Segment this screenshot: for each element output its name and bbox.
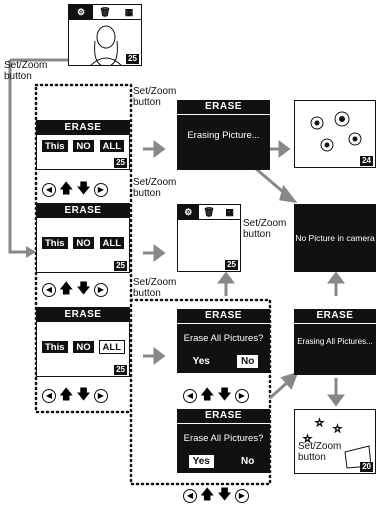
- down-arrow-icon: 🡇: [76, 278, 90, 302]
- erase-title: ERASE: [37, 121, 129, 135]
- grid-icon: ▦: [219, 205, 240, 219]
- erasing-picture-message: Erasing Picture...: [177, 130, 270, 141]
- erase-all-question: Erase All Pictures?: [177, 333, 270, 344]
- down-arrow-icon: 🡇: [217, 384, 231, 408]
- down-arrow-icon: 🡇: [76, 178, 90, 202]
- set-zoom-label-3: Set/Zoom button: [133, 177, 176, 199]
- option-no[interactable]: No: [237, 355, 258, 368]
- left-arrow-button-icon[interactable]: ◀: [42, 183, 56, 197]
- right-arrow-button-icon[interactable]: ▶: [235, 489, 249, 503]
- nav-keys-2: ◀ 🡅 🡇 ▶: [42, 278, 108, 302]
- erase-title: ERASE: [177, 309, 270, 324]
- set-zoom-label-1: Set/Zoom button: [4, 60, 47, 82]
- erase-title: ERASE: [294, 309, 376, 324]
- erase-all-no-screen: ERASE Erase All Pictures? Yes No: [177, 309, 270, 373]
- erase-all-yes-screen: ERASE Erase All Pictures? Yes No: [177, 409, 270, 473]
- flower-picture-screen: 24: [294, 100, 376, 168]
- set-zoom-label-4: Set/Zoom button: [133, 277, 176, 299]
- option-no[interactable]: NO: [72, 236, 94, 250]
- erase-title: ERASE: [177, 409, 270, 424]
- option-yes[interactable]: Yes: [189, 355, 214, 368]
- frame-number: 25: [114, 261, 127, 271]
- option-this[interactable]: This: [41, 236, 69, 250]
- frame-number: 25: [114, 365, 127, 375]
- erase-screen-all: ERASE This NO ALL 25: [36, 307, 130, 377]
- mode-icon-strip: ⚙ 🗑 ▦: [69, 5, 141, 20]
- option-all[interactable]: ALL: [99, 236, 125, 250]
- frame-number: 25: [225, 260, 238, 270]
- right-arrow-button-icon[interactable]: ▶: [235, 389, 249, 403]
- frame-number: 25: [126, 54, 139, 64]
- right-arrow-button-icon[interactable]: ▶: [94, 183, 108, 197]
- key-icon: ⚙: [178, 205, 199, 219]
- nav-keys-3: ◀ 🡅 🡇 ▶: [42, 384, 108, 408]
- erase-title: ERASE: [177, 100, 270, 115]
- no-picture-screen: No Picture in camera: [294, 204, 376, 272]
- option-this[interactable]: This: [41, 139, 69, 153]
- set-zoom-label-6: Set/Zoom button: [298, 441, 341, 463]
- down-arrow-icon: 🡇: [217, 484, 231, 508]
- top-preview-screen: ⚙ 🗑 ▦ 25: [68, 4, 142, 66]
- option-all[interactable]: ALL: [99, 340, 125, 354]
- right-arrow-button-icon[interactable]: ▶: [94, 283, 108, 297]
- woman-portrait-image: [87, 21, 125, 65]
- svg-text:☆: ☆: [333, 424, 342, 435]
- nav-keys-1: ◀ 🡅 🡇 ▶: [42, 178, 108, 202]
- erase-title: ERASE: [37, 308, 129, 322]
- left-arrow-button-icon[interactable]: ◀: [42, 389, 56, 403]
- left-arrow-button-icon[interactable]: ◀: [183, 389, 197, 403]
- erase-title: ERASE: [37, 204, 129, 218]
- key-icon: ⚙: [69, 5, 93, 19]
- up-arrow-icon: 🡅: [59, 178, 73, 202]
- up-arrow-icon: 🡅: [200, 484, 214, 508]
- up-arrow-icon: 🡅: [59, 278, 73, 302]
- option-no[interactable]: NO: [72, 139, 94, 153]
- erasing-picture-screen: ERASE Erasing Picture...: [177, 100, 270, 170]
- set-zoom-label-2: Set/Zoom button: [133, 86, 176, 108]
- grid-icon: ▦: [117, 5, 141, 19]
- set-zoom-label-5: Set/Zoom button: [243, 218, 286, 240]
- option-yes[interactable]: Yes: [189, 455, 214, 468]
- trash-icon: 🗑: [93, 5, 117, 19]
- left-arrow-button-icon[interactable]: ◀: [42, 283, 56, 297]
- trash-icon: 🗑: [199, 205, 220, 219]
- frame-number: 20: [360, 462, 373, 472]
- erase-screen-no: ERASE This NO ALL 25: [36, 203, 130, 273]
- option-no[interactable]: No: [237, 455, 258, 468]
- option-all[interactable]: ALL: [99, 139, 125, 153]
- thumbnail-preview-screen: ⚙ 🗑 ▦ 25: [177, 204, 241, 272]
- svg-text:☆: ☆: [315, 418, 324, 429]
- left-arrow-button-icon[interactable]: ◀: [183, 489, 197, 503]
- option-no[interactable]: NO: [72, 340, 94, 354]
- nav-keys-5: ◀ 🡅 🡇 ▶: [183, 484, 249, 508]
- frame-number: 25: [114, 158, 127, 168]
- erasing-all-screen: ERASE Erasing All Pictures...: [294, 309, 376, 375]
- up-arrow-icon: 🡅: [200, 384, 214, 408]
- erasing-all-message: Erasing All Pictures...: [294, 337, 376, 346]
- nav-keys-4: ◀ 🡅 🡇 ▶: [183, 384, 249, 408]
- mode-icon-strip: ⚙ 🗑 ▦: [178, 205, 240, 220]
- right-arrow-button-icon[interactable]: ▶: [94, 389, 108, 403]
- erase-all-question: Erase All Pictures?: [177, 433, 270, 444]
- down-arrow-icon: 🡇: [76, 384, 90, 408]
- no-picture-message: No Picture in camera: [294, 233, 376, 243]
- erase-screen-this: ERASE This NO ALL 25: [36, 120, 130, 170]
- frame-number: 24: [360, 156, 373, 166]
- option-this[interactable]: This: [41, 340, 69, 354]
- up-arrow-icon: 🡅: [59, 384, 73, 408]
